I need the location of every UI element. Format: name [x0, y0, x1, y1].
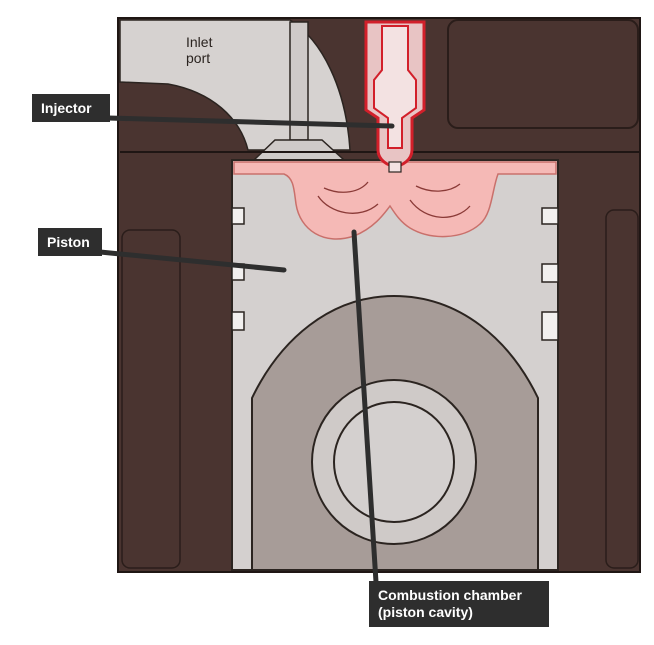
- inlet-port-label-line2: port: [186, 50, 211, 66]
- ring-groove-right-2: [541, 263, 559, 283]
- cylinder-head: [447, 19, 639, 129]
- swirl-line-2: [323, 181, 369, 193]
- combustion-callout-line2: (piston cavity): [378, 604, 473, 620]
- swirl-line-3: [409, 199, 471, 218]
- combustion-chamber: [233, 161, 557, 240]
- swirl-line-4: [415, 183, 461, 192]
- injector-leader-line: [105, 115, 395, 129]
- ring-groove-left-1: [231, 207, 245, 225]
- swirl-line-1: [317, 195, 379, 214]
- right-cylinder-wall: [605, 209, 639, 569]
- left-cylinder-wall: [121, 229, 181, 569]
- injector-nozzle-tip: [388, 161, 402, 173]
- inlet-port-label: Inlet port: [186, 34, 212, 66]
- injector-callout: Injector: [32, 94, 110, 122]
- gudgeon-pin-inner: [333, 401, 455, 523]
- combustion-callout-line1: Combustion chamber: [378, 587, 522, 603]
- piston-leader-line: [97, 249, 287, 273]
- ring-groove-left-3: [231, 311, 245, 331]
- piston-callout: Piston: [38, 228, 102, 256]
- injector-inner: [373, 25, 417, 149]
- ring-groove-right-3: [541, 311, 559, 341]
- inlet-port-label-line1: Inlet: [186, 34, 213, 50]
- combustion-leader-line: [351, 229, 379, 585]
- ring-groove-right-1: [541, 207, 559, 225]
- combustion-chamber-callout: Combustion chamber (piston cavity): [369, 581, 549, 627]
